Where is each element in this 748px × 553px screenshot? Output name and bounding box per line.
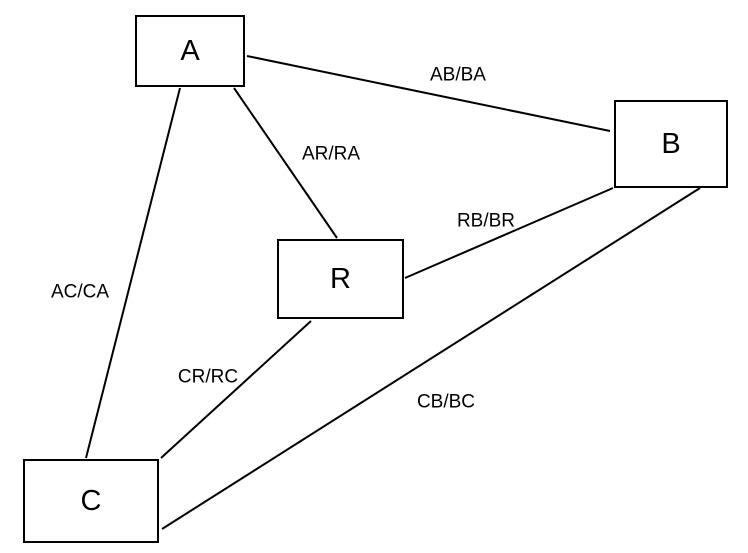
edge-label-a-b: AB/BA xyxy=(430,64,486,86)
edge-line-c-b xyxy=(161,187,701,530)
edge-line-a-r xyxy=(233,87,338,239)
node-r: R xyxy=(277,239,404,319)
edge-line-a-c xyxy=(85,87,181,459)
edge-line-a-b xyxy=(246,55,611,132)
node-c: C xyxy=(23,459,159,543)
edge-line-c-r xyxy=(160,320,312,459)
node-label-r: R xyxy=(330,262,351,295)
node-label-c: C xyxy=(80,484,102,517)
edge-label-c-r: CR/RC xyxy=(177,366,239,388)
edge-label-r-b: RB/BR xyxy=(456,210,516,232)
node-b: B xyxy=(614,100,728,188)
node-label-b: B xyxy=(661,127,681,160)
edge-label-a-r: AR/RA xyxy=(301,143,361,165)
node-label-a: A xyxy=(180,34,200,67)
edge-line-r-b xyxy=(404,187,614,279)
edge-label-a-c: AC/CA xyxy=(50,281,110,303)
edge-label-c-b: CB/BC xyxy=(416,391,476,413)
node-a: A xyxy=(135,15,245,87)
